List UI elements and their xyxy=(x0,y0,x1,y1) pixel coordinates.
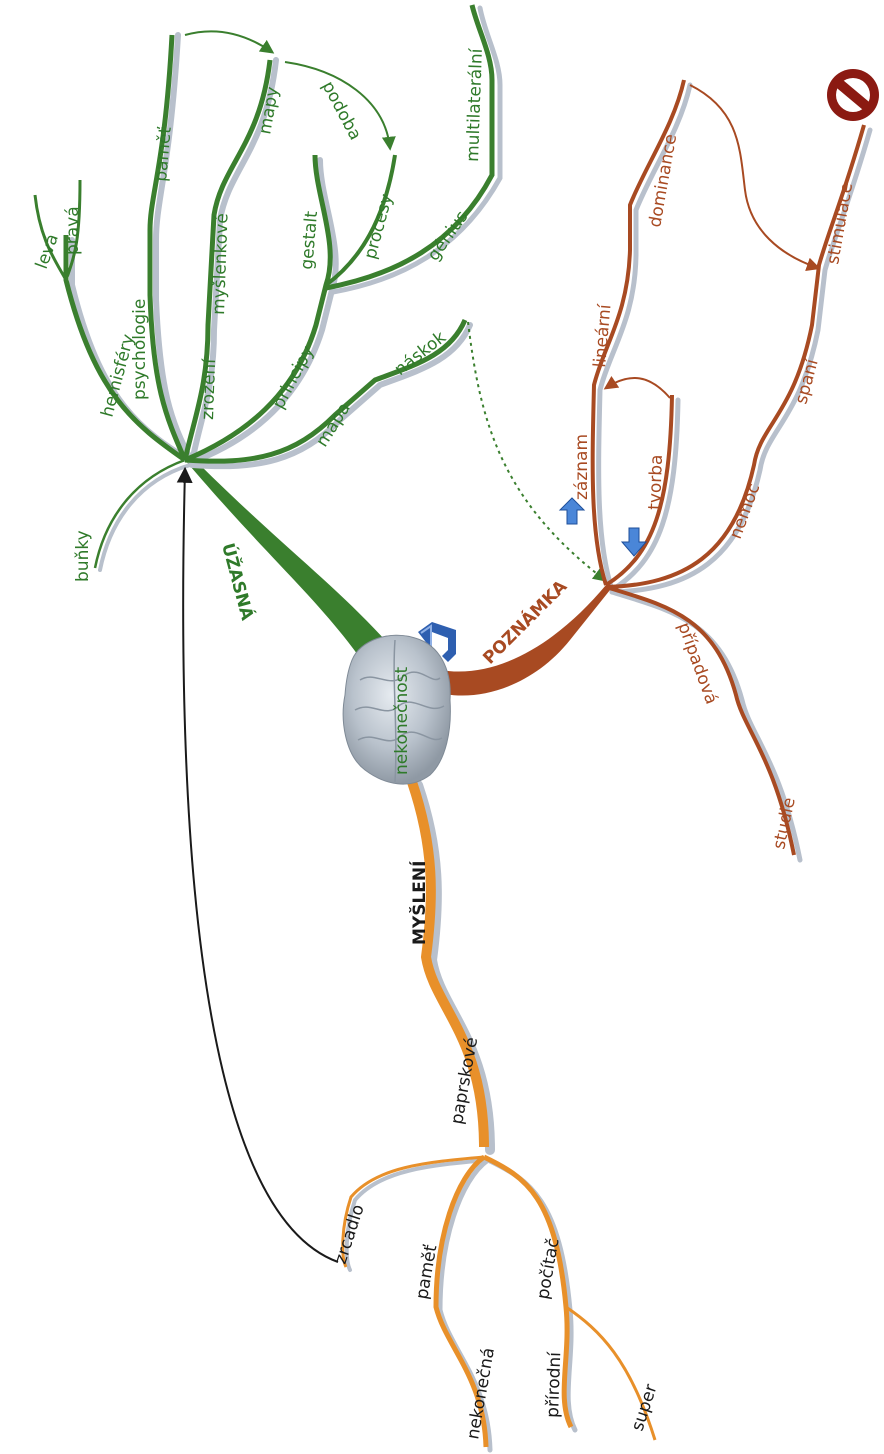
zrcadlo-label: zrcadlo xyxy=(331,1202,369,1266)
mapa-label: mapa xyxy=(312,399,354,450)
uzasna-label: ÚŽASNÁ xyxy=(217,541,259,624)
super-label: super xyxy=(628,1382,662,1434)
myslenkove-label: myšlenkové xyxy=(209,213,233,315)
tvorba-label: tvorba xyxy=(645,454,667,510)
pamet-label: paměť xyxy=(151,126,176,183)
prirodni-label: přírodní xyxy=(543,1350,565,1418)
nekonecna-label: nekonečná xyxy=(463,1346,499,1441)
uzasna-main-branch xyxy=(185,455,385,665)
gestalt-label: gestalt xyxy=(297,210,322,270)
psychologie-label: psychologie xyxy=(130,299,150,400)
genius-label: génius xyxy=(424,207,473,265)
spani-label: spaní xyxy=(792,356,823,406)
no-entry-icon xyxy=(827,69,879,121)
zrozeni-label: zrození xyxy=(198,357,220,420)
arrow-up-icon xyxy=(560,498,584,524)
bunky-line xyxy=(95,460,185,568)
podoba-label: podoba xyxy=(318,78,366,144)
principy-label: principy xyxy=(269,343,319,413)
multilateralni-label: multilaterální xyxy=(463,47,487,162)
bunky-label: buňky xyxy=(73,530,93,582)
tvorba-linearni-arrow xyxy=(606,378,670,398)
dominance-stimulace-arrow xyxy=(690,85,818,268)
stimulace-label: stimulace xyxy=(823,181,857,266)
zaznam-label: záznam xyxy=(572,434,592,500)
prava-label: pravá xyxy=(63,206,83,255)
mysleni-label: MYŠLENÍ xyxy=(408,861,430,945)
pripadova-label: případová xyxy=(673,620,721,707)
nemoc-label: nemoc xyxy=(726,481,764,542)
pamet-mapy-arrow xyxy=(185,31,272,52)
center-label: nekonečnost xyxy=(392,667,412,775)
branch-uzasna: ÚŽASNÁ buňky hemisféry levá pravá psycho… xyxy=(32,5,605,665)
mysleni-main-branch xyxy=(412,782,484,1147)
procesy-label: procesy xyxy=(361,192,398,261)
mapy-label: mapy xyxy=(255,85,283,136)
